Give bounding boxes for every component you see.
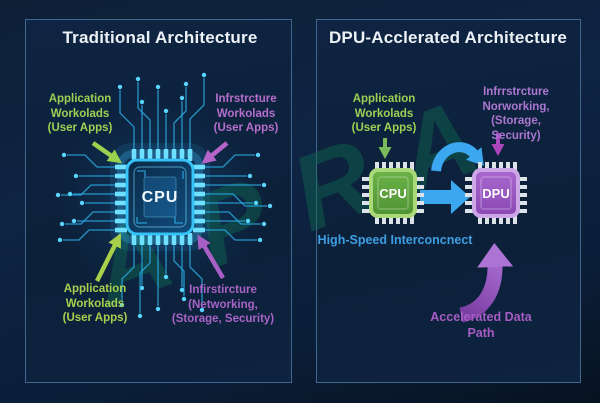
- label-app-workloads-bottom-left: Application Workolads (User Apps): [62, 283, 128, 325]
- accelerated-data-path-arrow: [459, 243, 514, 323]
- cpu-chip: CPU: [125, 158, 195, 236]
- arrow-app-workloads-bottom-left: [94, 233, 121, 283]
- traditional-cpu-illustration: CPU: [55, 72, 273, 319]
- dpu-architecture-illustration: CPU DPU: [362, 133, 527, 323]
- circuit-traces: [55, 72, 273, 319]
- cpu-chip-pins: [115, 149, 205, 245]
- cpu-chip-label: CPU: [142, 189, 179, 206]
- right-panel-title: DPU-Acclerated Architecture: [328, 28, 568, 47]
- arrow-app-workloads-top-left: [91, 141, 123, 164]
- right-cpu-pins: [362, 162, 424, 224]
- arrow-infra-workloads-top-right: [201, 141, 229, 164]
- label-app-workloads-right-panel: Application Workolads (User Apps): [351, 93, 417, 135]
- curved-interconnect-arrow: [431, 142, 484, 172]
- traditional-architecture-panel: [25, 19, 292, 383]
- arrow-infra-bottom-right: [197, 234, 225, 280]
- label-infra-bottom-right: Infirstircture (Networking, (Storage, Se…: [171, 284, 275, 326]
- label-infra-workloads-top-right: Infrstrcture Workolads (User Apps): [213, 93, 279, 135]
- left-panel-title: Traditional Architecture: [62, 28, 258, 47]
- label-app-workloads-top-left: Application Workolads (User Apps): [47, 93, 113, 135]
- interconnect-arrow: [420, 180, 470, 214]
- label-infra-right-panel: Infrrstrcture Norworking, (Storage, Secu…: [482, 85, 550, 142]
- label-high-speed-interconnect: High-Speed Interconcnect: [317, 233, 473, 248]
- dpu-label: DPU: [482, 186, 509, 201]
- right-cpu-label: CPU: [379, 186, 406, 201]
- dpu-pins: [465, 162, 527, 224]
- dpu-chip: DPU: [465, 162, 527, 224]
- right-cpu-chip: CPU: [362, 162, 424, 224]
- label-accelerated-data-path: Accelerated Data Path: [430, 310, 532, 340]
